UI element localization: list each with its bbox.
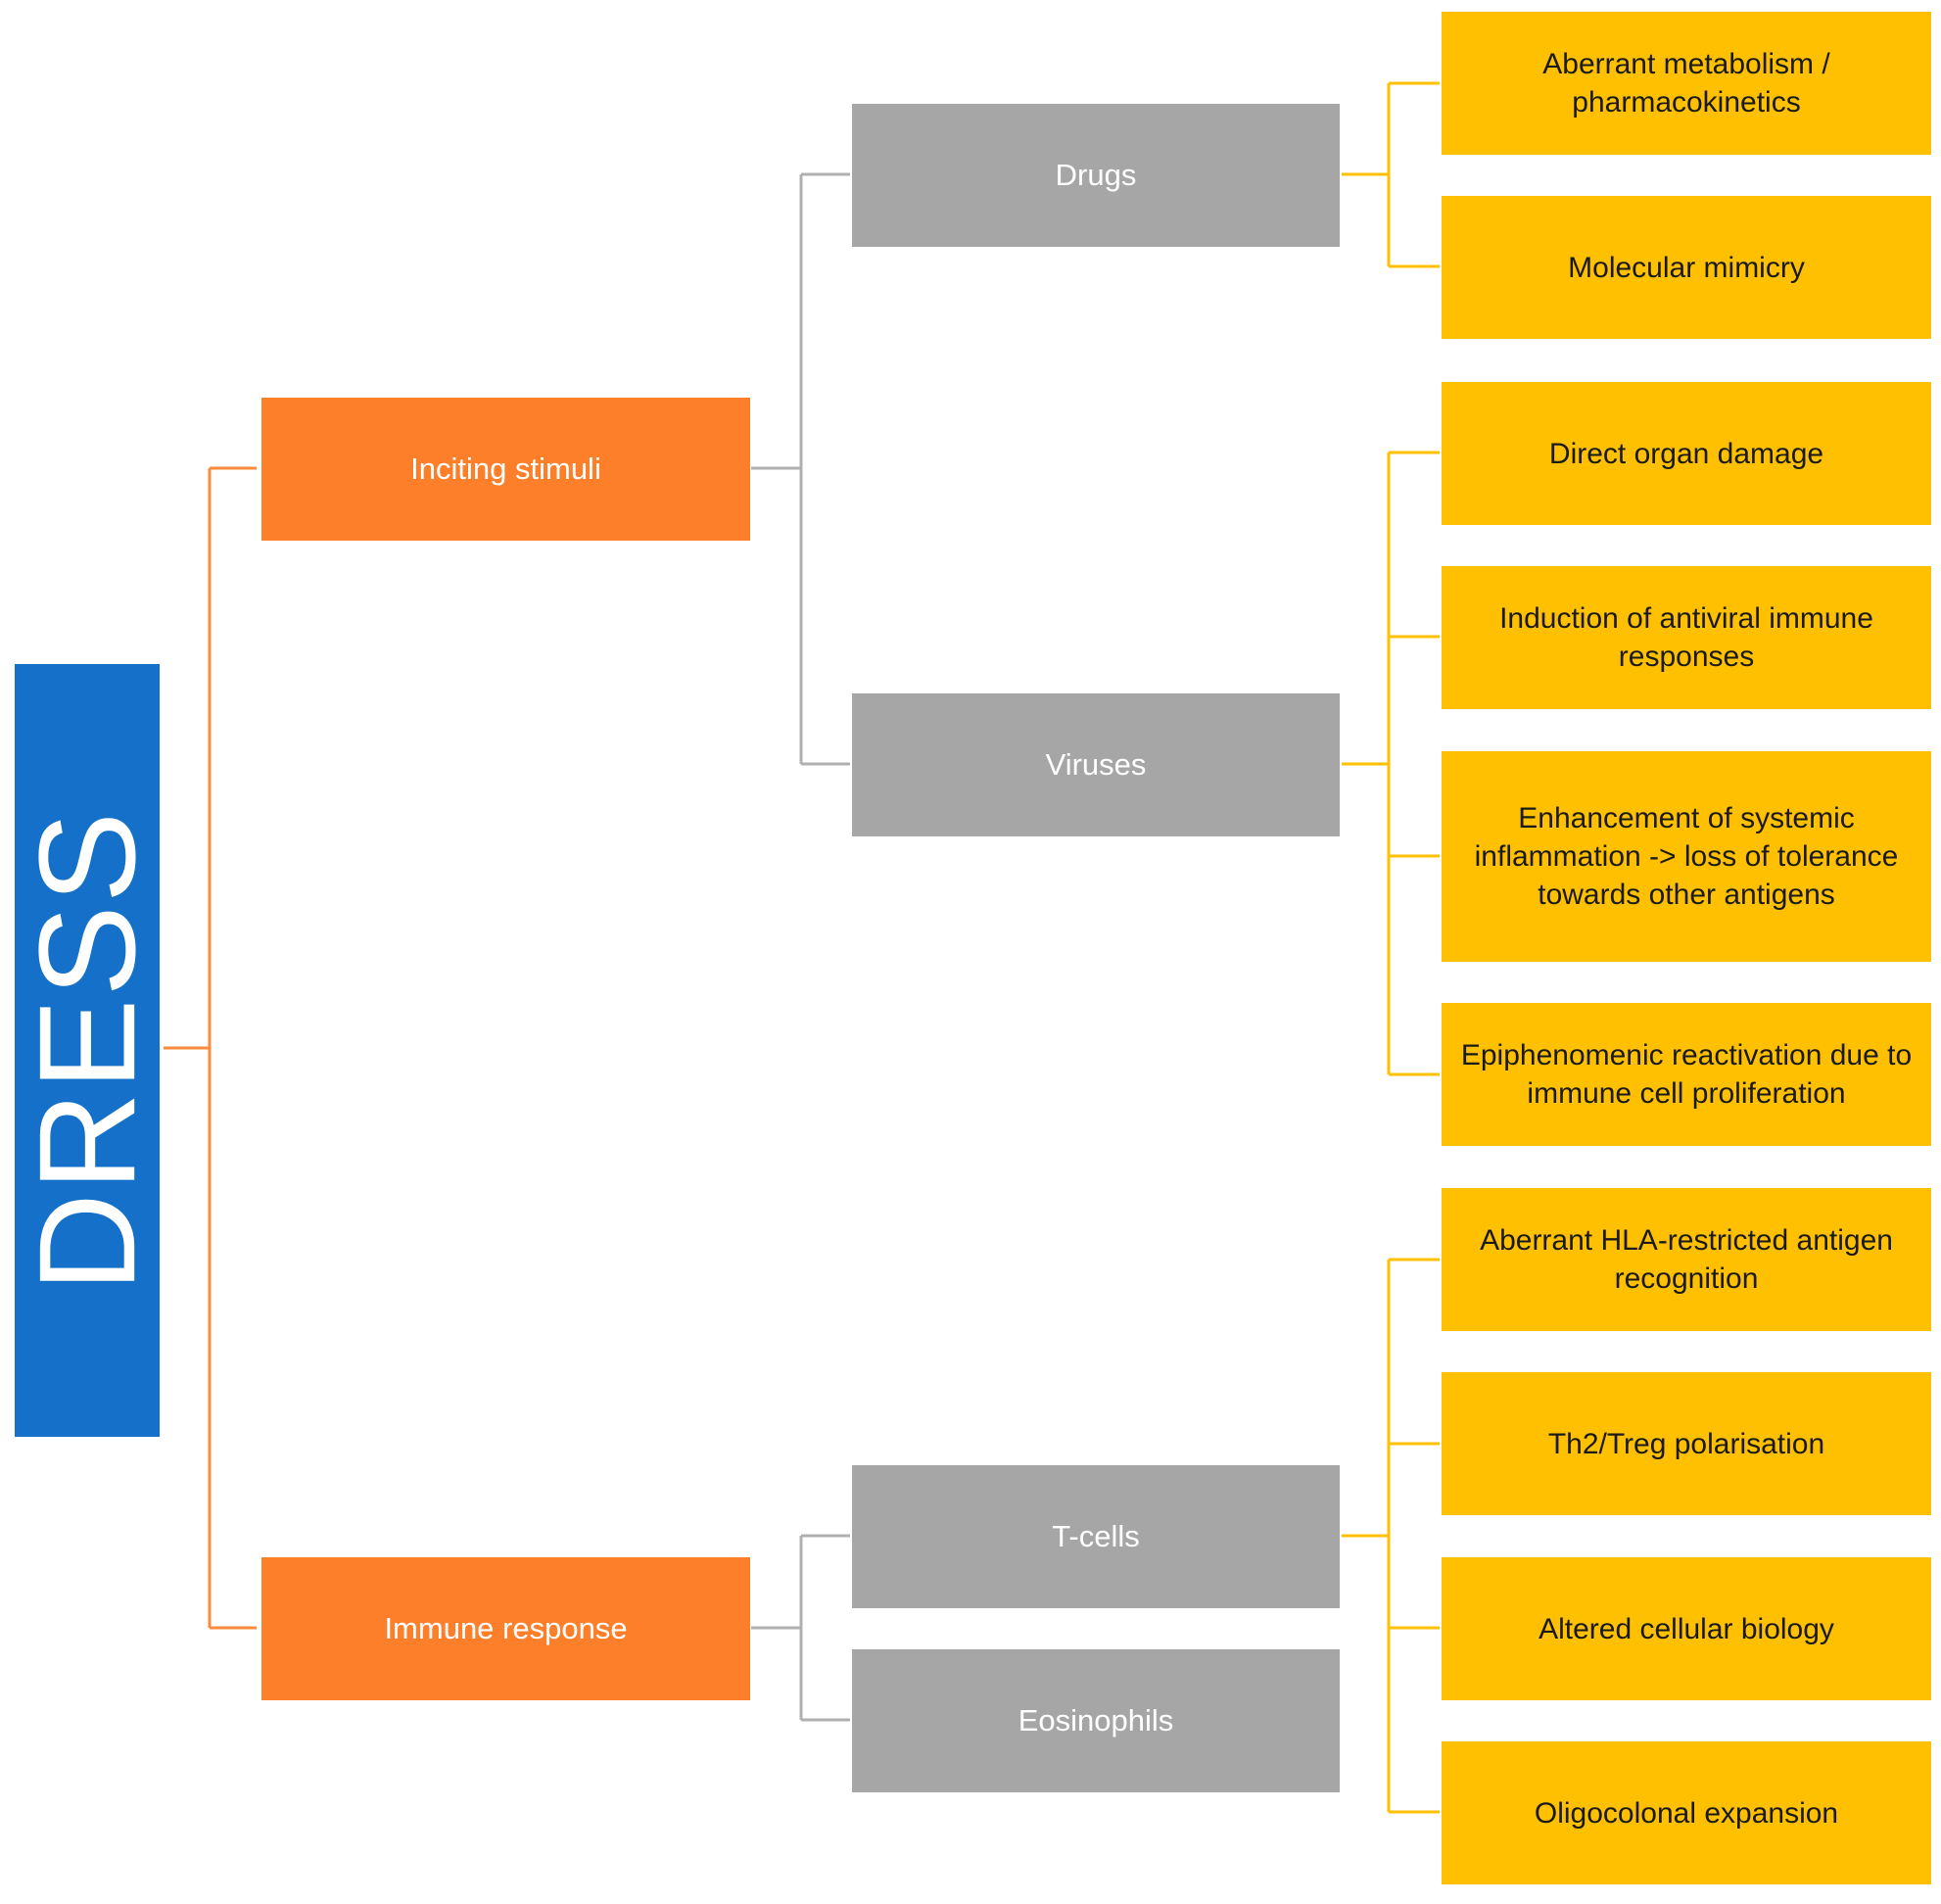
dress-root-label: DRESS xyxy=(10,809,164,1292)
viruses-item-label: Epiphenomenic reactivation due to immune… xyxy=(1460,1039,1913,1110)
tcells-box: T-cells xyxy=(852,1465,1340,1608)
drugs-item-label: Molecular mimicry xyxy=(1568,251,1805,284)
viruses-item-box: Induction of antiviral immune responses xyxy=(1442,566,1931,709)
eosinophils-label: Eosinophils xyxy=(1018,1702,1174,1737)
viruses-item-label: Induction of antiviral immune responses xyxy=(1499,602,1873,673)
tcells-item-label: Altered cellular biology xyxy=(1539,1612,1834,1645)
tcells-item-box: Th2/Treg polarisation xyxy=(1442,1372,1931,1515)
viruses-item-label: Direct organ damage xyxy=(1548,437,1824,470)
drugs-item-label: Aberrant metabolism / pharmacokinetics xyxy=(1542,48,1830,119)
tcells-item-box: Altered cellular biology xyxy=(1442,1557,1931,1700)
level3-connectors xyxy=(1342,81,1440,1814)
viruses-item-box: Enhancement of systemic inflammation -> … xyxy=(1442,751,1931,962)
drugs-item-box: Aberrant metabolism / pharmacokinetics xyxy=(1442,12,1931,155)
tcells-label: T-cells xyxy=(1052,1518,1140,1553)
drugs-box: Drugs xyxy=(852,104,1340,247)
immune-response-box: Immune response xyxy=(261,1557,750,1700)
tcells-item-label: Th2/Treg polarisation xyxy=(1547,1427,1825,1460)
tcells-item-label: Aberrant HLA-restricted antigen recognit… xyxy=(1480,1224,1893,1295)
drugs-item-box: Molecular mimicry xyxy=(1442,196,1931,339)
viruses-box: Viruses xyxy=(852,693,1340,836)
viruses-item-label: Enhancement of systemic inflammation -> … xyxy=(1474,802,1899,911)
eosinophils-box: Eosinophils xyxy=(852,1649,1340,1792)
root-connectors xyxy=(164,466,257,1630)
viruses-item-box: Direct organ damage xyxy=(1442,382,1931,525)
tcells-item-box: Oligocolonal expansion xyxy=(1442,1741,1931,1884)
tcells-item-label: Oligocolonal expansion xyxy=(1534,1796,1839,1830)
drugs-label: Drugs xyxy=(1055,157,1137,192)
inciting-stimuli-label: Inciting stimuli xyxy=(410,451,601,486)
level2-connectors xyxy=(751,172,850,1722)
dress-root-box: DRESS xyxy=(10,664,164,1437)
viruses-item-box: Epiphenomenic reactivation due to immune… xyxy=(1442,1003,1931,1146)
tcells-item-box: Aberrant HLA-restricted antigen recognit… xyxy=(1442,1188,1931,1331)
viruses-label: Viruses xyxy=(1045,746,1147,782)
immune-response-label: Immune response xyxy=(384,1610,628,1645)
inciting-stimuli-box: Inciting stimuli xyxy=(261,398,750,541)
